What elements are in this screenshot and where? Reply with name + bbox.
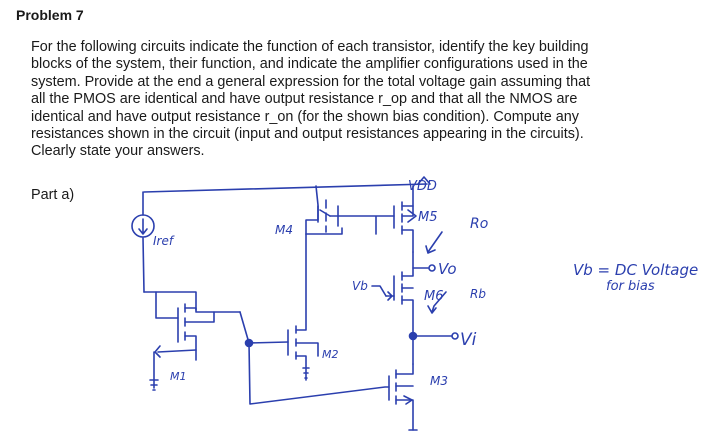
vdd-symbol bbox=[417, 176, 431, 185]
iref-wire bbox=[142, 191, 145, 293]
problem-statement: For the following circuits indicate the … bbox=[31, 39, 691, 161]
vb-note-line1: Vb = DC Voltage bbox=[573, 261, 698, 279]
vo-terminal bbox=[428, 264, 436, 272]
part-a-label: Part a) bbox=[31, 187, 75, 203]
rb-arrow bbox=[427, 291, 447, 314]
transistor-m5 bbox=[393, 185, 417, 253]
m5-label: M5 bbox=[418, 210, 438, 225]
vi-label: Vi bbox=[460, 330, 477, 350]
vdd-rail bbox=[143, 183, 428, 193]
transistor-m1 bbox=[143, 291, 241, 391]
vi-terminal bbox=[451, 332, 459, 340]
m1-label: M1 bbox=[170, 370, 187, 383]
vo-label: Vo bbox=[438, 260, 457, 278]
rb-label: Rb bbox=[470, 287, 486, 301]
current-source-icon bbox=[131, 214, 155, 238]
statement-line: Clearly state your answers. bbox=[31, 143, 205, 160]
vb-label: Vb bbox=[352, 279, 368, 293]
ro-arrow bbox=[425, 231, 443, 254]
vb-wire bbox=[371, 285, 387, 297]
vdd-label: VDD bbox=[408, 179, 437, 194]
transistor-m3 bbox=[388, 335, 418, 431]
m6-label: M6 bbox=[424, 289, 444, 304]
problem-heading: Problem 7 bbox=[16, 7, 84, 23]
transistor-m6 bbox=[385, 267, 414, 337]
pmos-gate-line bbox=[337, 215, 395, 235]
gate-bus bbox=[239, 311, 390, 405]
statement-line: system. Provide at the end a general exp… bbox=[31, 73, 591, 90]
statement-line: all the PMOS are identical and have outp… bbox=[31, 91, 578, 108]
gate-junction bbox=[244, 338, 254, 348]
m4-label: M4 bbox=[275, 223, 293, 237]
transistor-m2 bbox=[287, 233, 319, 381]
statement-line: For the following circuits indicate the … bbox=[31, 39, 589, 55]
ro-label: Ro bbox=[470, 216, 488, 232]
m3-label: M3 bbox=[430, 374, 448, 388]
iref-label: Iref bbox=[153, 234, 175, 248]
vb-note-line2: for bias bbox=[606, 279, 655, 294]
m2-label: M2 bbox=[322, 348, 339, 361]
statement-line: resistances shown in the circuit (input … bbox=[31, 126, 584, 143]
statement-line: identical and have output resistance r_o… bbox=[31, 108, 579, 125]
output-node-wire bbox=[412, 251, 429, 269]
statement-line: blocks of the system, their function, an… bbox=[31, 56, 588, 73]
transistor-m4 bbox=[305, 185, 343, 235]
